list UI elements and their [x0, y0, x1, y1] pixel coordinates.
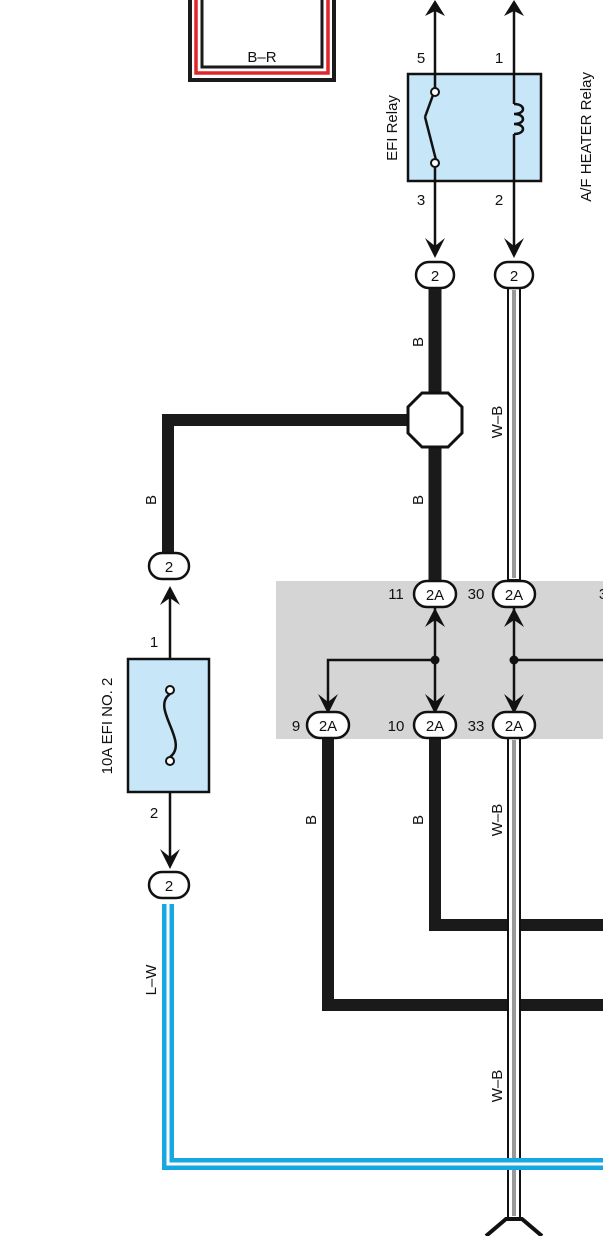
- wire-label-heater-lower: W–B: [489, 1070, 506, 1103]
- arrow-down-jb33: [504, 694, 524, 714]
- svg-text:2: 2: [431, 268, 439, 285]
- jb-pin-33: 33: [468, 718, 485, 735]
- wire-label-fuse-feed: B: [143, 495, 160, 505]
- jb-pin-9: 9: [292, 718, 300, 735]
- svg-text:2A: 2A: [426, 587, 444, 604]
- heater-relay-pin-2: 2: [495, 192, 503, 209]
- wire-label-jb10-out: B: [410, 815, 427, 825]
- wire-label-fuse-out: L–W: [143, 964, 160, 996]
- connector-jb-11: 2A: [412, 579, 458, 609]
- svg-text:2A: 2A: [319, 718, 337, 735]
- jb-pin-11: 11: [388, 586, 404, 603]
- arrow-down-jb10: [425, 694, 445, 714]
- arrow-down-efi-relay: [425, 238, 445, 258]
- relay-output-wires: [433, 181, 516, 246]
- svg-text:2A: 2A: [505, 587, 523, 604]
- relay-feed-wires: [433, 8, 516, 74]
- heater-relay-pin-1: 1: [495, 50, 503, 67]
- connector-jb-33: 2A: [491, 710, 537, 740]
- wire-label-efi-upper: B: [410, 337, 427, 347]
- svg-text:2: 2: [165, 878, 173, 895]
- arrow-up-fuse: [160, 586, 180, 605]
- svg-text:2A: 2A: [505, 718, 523, 735]
- arrow-up-efi-feed: [425, 0, 445, 16]
- heater-wb-wire: [507, 287, 521, 1219]
- efi-relay-label: EFI Relay: [384, 95, 401, 161]
- efi-relay-pin-5: 5: [417, 50, 425, 67]
- connector-fuse-top: 2: [147, 551, 191, 581]
- arrow-up-jb11: [425, 608, 445, 627]
- arrow-up-jb30: [504, 608, 524, 627]
- splice-point: [406, 391, 464, 449]
- relay-box: [406, 72, 543, 183]
- wire-label-jb33-out: W–B: [489, 804, 506, 837]
- connector-jb-30: 2A: [491, 579, 537, 609]
- connector-relay-heater-out: 2: [493, 260, 535, 290]
- arrow-down-fuse: [160, 849, 180, 869]
- connector-relay-efi-out: 2: [414, 260, 456, 290]
- jb-junction-dot-1: [430, 655, 440, 665]
- fuse-body: [126, 657, 211, 794]
- wire-label-heater-upper: W–B: [489, 406, 506, 439]
- af-heater-relay-label: A/F HEATER Relay: [578, 72, 595, 202]
- arrow-up-heater-feed: [504, 0, 524, 16]
- jb-junction-dot-2: [509, 655, 519, 665]
- fuse-pin-1: 1: [150, 634, 158, 651]
- fuse-pin-2: 2: [150, 805, 158, 822]
- connector-jb-9: 2A: [305, 710, 351, 740]
- arrow-down-heater-relay: [504, 238, 524, 258]
- connector-fuse-bottom: 2: [147, 870, 191, 900]
- arrow-down-jb9: [318, 694, 338, 714]
- efi-relay-pin-3: 3: [417, 192, 425, 209]
- jb-pin-partial: 3: [599, 586, 603, 603]
- svg-text:2A: 2A: [426, 718, 444, 735]
- jb-pin-10: 10: [388, 718, 405, 735]
- svg-text:2: 2: [510, 268, 518, 285]
- wire-label-jb9-out: B: [303, 815, 320, 825]
- wire-label-efi-lower: B: [410, 495, 427, 505]
- fuse-label: 10A EFI NO. 2: [99, 678, 116, 775]
- top-br-wire: B–R: [188, 0, 336, 82]
- connector-jb-10: 2A: [412, 710, 458, 740]
- top-wire-color-label: B–R: [247, 49, 276, 66]
- jb-pin-30: 30: [468, 586, 485, 603]
- ground-fork-symbol: [484, 1217, 544, 1236]
- fuse-output-lw-wire: [162, 904, 603, 1170]
- svg-text:2: 2: [165, 559, 173, 576]
